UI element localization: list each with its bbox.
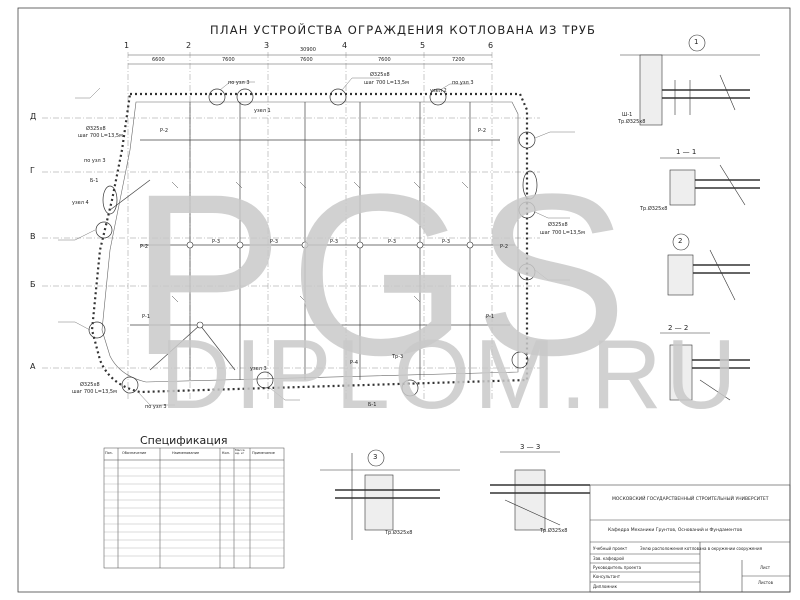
axis-label-5: 5 [420, 41, 426, 50]
label-t3: Тр-3 [392, 354, 404, 360]
drawing-title: ПЛАН УСТРОЙСТВА ОГРАЖДЕНИЯ КОТЛОВАНА ИЗ … [210, 23, 597, 37]
stamp-row-3: Руководитель проекта [593, 565, 642, 570]
spec-header-designation: Обозначение [122, 451, 147, 455]
label-p3-b: Р-3 [270, 239, 279, 245]
waling-beam-contour [101, 101, 519, 383]
stamp-row-4: Консультант [593, 574, 621, 579]
spec-header-pos: Поз. [105, 451, 113, 455]
spec-header-mass: Масса ед. кг [235, 448, 245, 456]
label-p2-d: Р-2 [500, 244, 509, 250]
watermark-sub: DIPLOM.RU [160, 319, 741, 429]
stamp-department: Кафедра Механики Грунтов, Оснований и Фу… [608, 528, 743, 533]
detail-node-3 [320, 449, 460, 540]
detail-ref-pipe-4: Тр.Ø325x8 [540, 528, 568, 534]
step-label-right: шаг 700 L=13,5м [540, 230, 585, 236]
label-p3-c: Р-3 [330, 239, 339, 245]
label-p3-d: Р-3 [388, 239, 397, 245]
detail-1-number: 1 [694, 38, 699, 46]
axis-label-2: 2 [186, 41, 192, 50]
pile-tag-left: Ø325x8 [86, 126, 106, 132]
stamp-sheets-label: Листов [758, 580, 773, 585]
specification-title: Спецификация [140, 434, 228, 447]
stamp-project-name: Зелю расположения котлована в окружении … [640, 546, 763, 551]
axis-label-4: 4 [342, 41, 348, 50]
axis-label-g: Г [30, 166, 35, 175]
label-po-uzl3-a: по узл 3 [228, 80, 250, 86]
detail-3-number: 3 [373, 453, 378, 461]
detail-node-2 [667, 233, 750, 301]
label-p1-b: Р-1 [486, 314, 495, 320]
section-3-3 [490, 451, 590, 531]
pile-wall-contour [90, 92, 529, 394]
label-po-uzl3-c: по узл 3 [84, 158, 106, 164]
label-p1-a: Р-1 [142, 314, 151, 320]
step-label-top: шаг 700 L=13,5м [364, 80, 409, 86]
span-dim-5: 7200 [452, 57, 465, 63]
axis-label-d: Д [30, 112, 37, 121]
stamp-university: МОСКОВСКИЙ ГОСУДАРСТВЕННЫЙ СТРОИТЕЛЬНЫЙ … [612, 497, 769, 502]
detail-ref-b1: Ш-1 [622, 112, 633, 118]
detail-ref-pipe: Тр.Ø325x8 [618, 119, 646, 125]
label-uzel2: узел 2 [430, 88, 447, 94]
detail-cut-2-2: 2 — 2 [668, 324, 689, 332]
label-p2-a: Р-2 [160, 128, 169, 134]
axis-label-3: 3 [264, 41, 270, 50]
spec-header-name: Наименование [172, 451, 200, 455]
stamp-row-5: Дипломник [593, 584, 617, 589]
label-po-uzl3-b: по узл 3 [452, 80, 474, 86]
spec-header-qty: Кол. [222, 451, 230, 455]
axis-label-6: 6 [488, 41, 494, 50]
stamp-sheet-label: Лист [760, 565, 771, 570]
label-p3-e: Р-3 [442, 239, 451, 245]
span-dim-3: 7600 [300, 57, 313, 63]
specification-table [103, 447, 285, 569]
label-uzel1: узел 1 [254, 108, 271, 114]
axis-label-v: В [30, 232, 36, 241]
pile-tag-right: Ø325x8 [548, 222, 568, 228]
detail-ref-pipe-2: Тр.Ø325x8 [640, 206, 668, 212]
label-p2-c: Р-2 [140, 244, 149, 250]
stamp-row-2: Зав. кафедрой [593, 556, 625, 561]
sheet-frame [17, 7, 791, 593]
label-uzel4: узел 4 [72, 200, 89, 206]
detail-node-1 [620, 34, 760, 126]
section-2-2 [660, 332, 750, 401]
span-dim-1: 6600 [152, 57, 165, 63]
label-p2-b: Р-2 [478, 128, 487, 134]
label-p4: Р-4 [350, 360, 359, 366]
overall-dimension: 30900 [300, 47, 316, 53]
label-b1-b: Б-1 [368, 402, 377, 408]
title-block [589, 484, 791, 593]
detail-cut-3-3: 3 — 3 [520, 443, 541, 451]
detail-ref-pipe-3: Тр.Ø325x8 [385, 530, 413, 536]
step-label-left: шаг 700 L=13,5м [78, 133, 123, 139]
axis-label-1: 1 [124, 41, 130, 50]
label-p3-a: Р-3 [212, 239, 221, 245]
stamp-row-1: Учебный проект [593, 546, 628, 551]
detail-2-number: 2 [678, 237, 683, 245]
spec-header-note: Примечание [252, 451, 275, 455]
step-label-bottom: шаг 700 L=13,5м [72, 389, 117, 395]
axis-label-a: А [30, 362, 36, 371]
label-uzel3: узел 3 [250, 366, 267, 372]
pile-tag-bottom: Ø325x8 [80, 382, 100, 388]
excavation-plan [42, 52, 575, 406]
pile-tag-top: Ø325x8 [370, 72, 390, 78]
detail-cut-1-1: 1 — 1 [676, 148, 697, 156]
span-dim-4: 7600 [378, 57, 391, 63]
watermark-main: PGS [130, 146, 634, 403]
section-1-1 [660, 157, 760, 206]
axis-label-b: Б [30, 280, 36, 289]
span-dim-2: 7600 [222, 57, 235, 63]
label-po-uzl3-d: по узл 3 [145, 404, 167, 410]
label-b1-a: Б-1 [90, 178, 99, 184]
